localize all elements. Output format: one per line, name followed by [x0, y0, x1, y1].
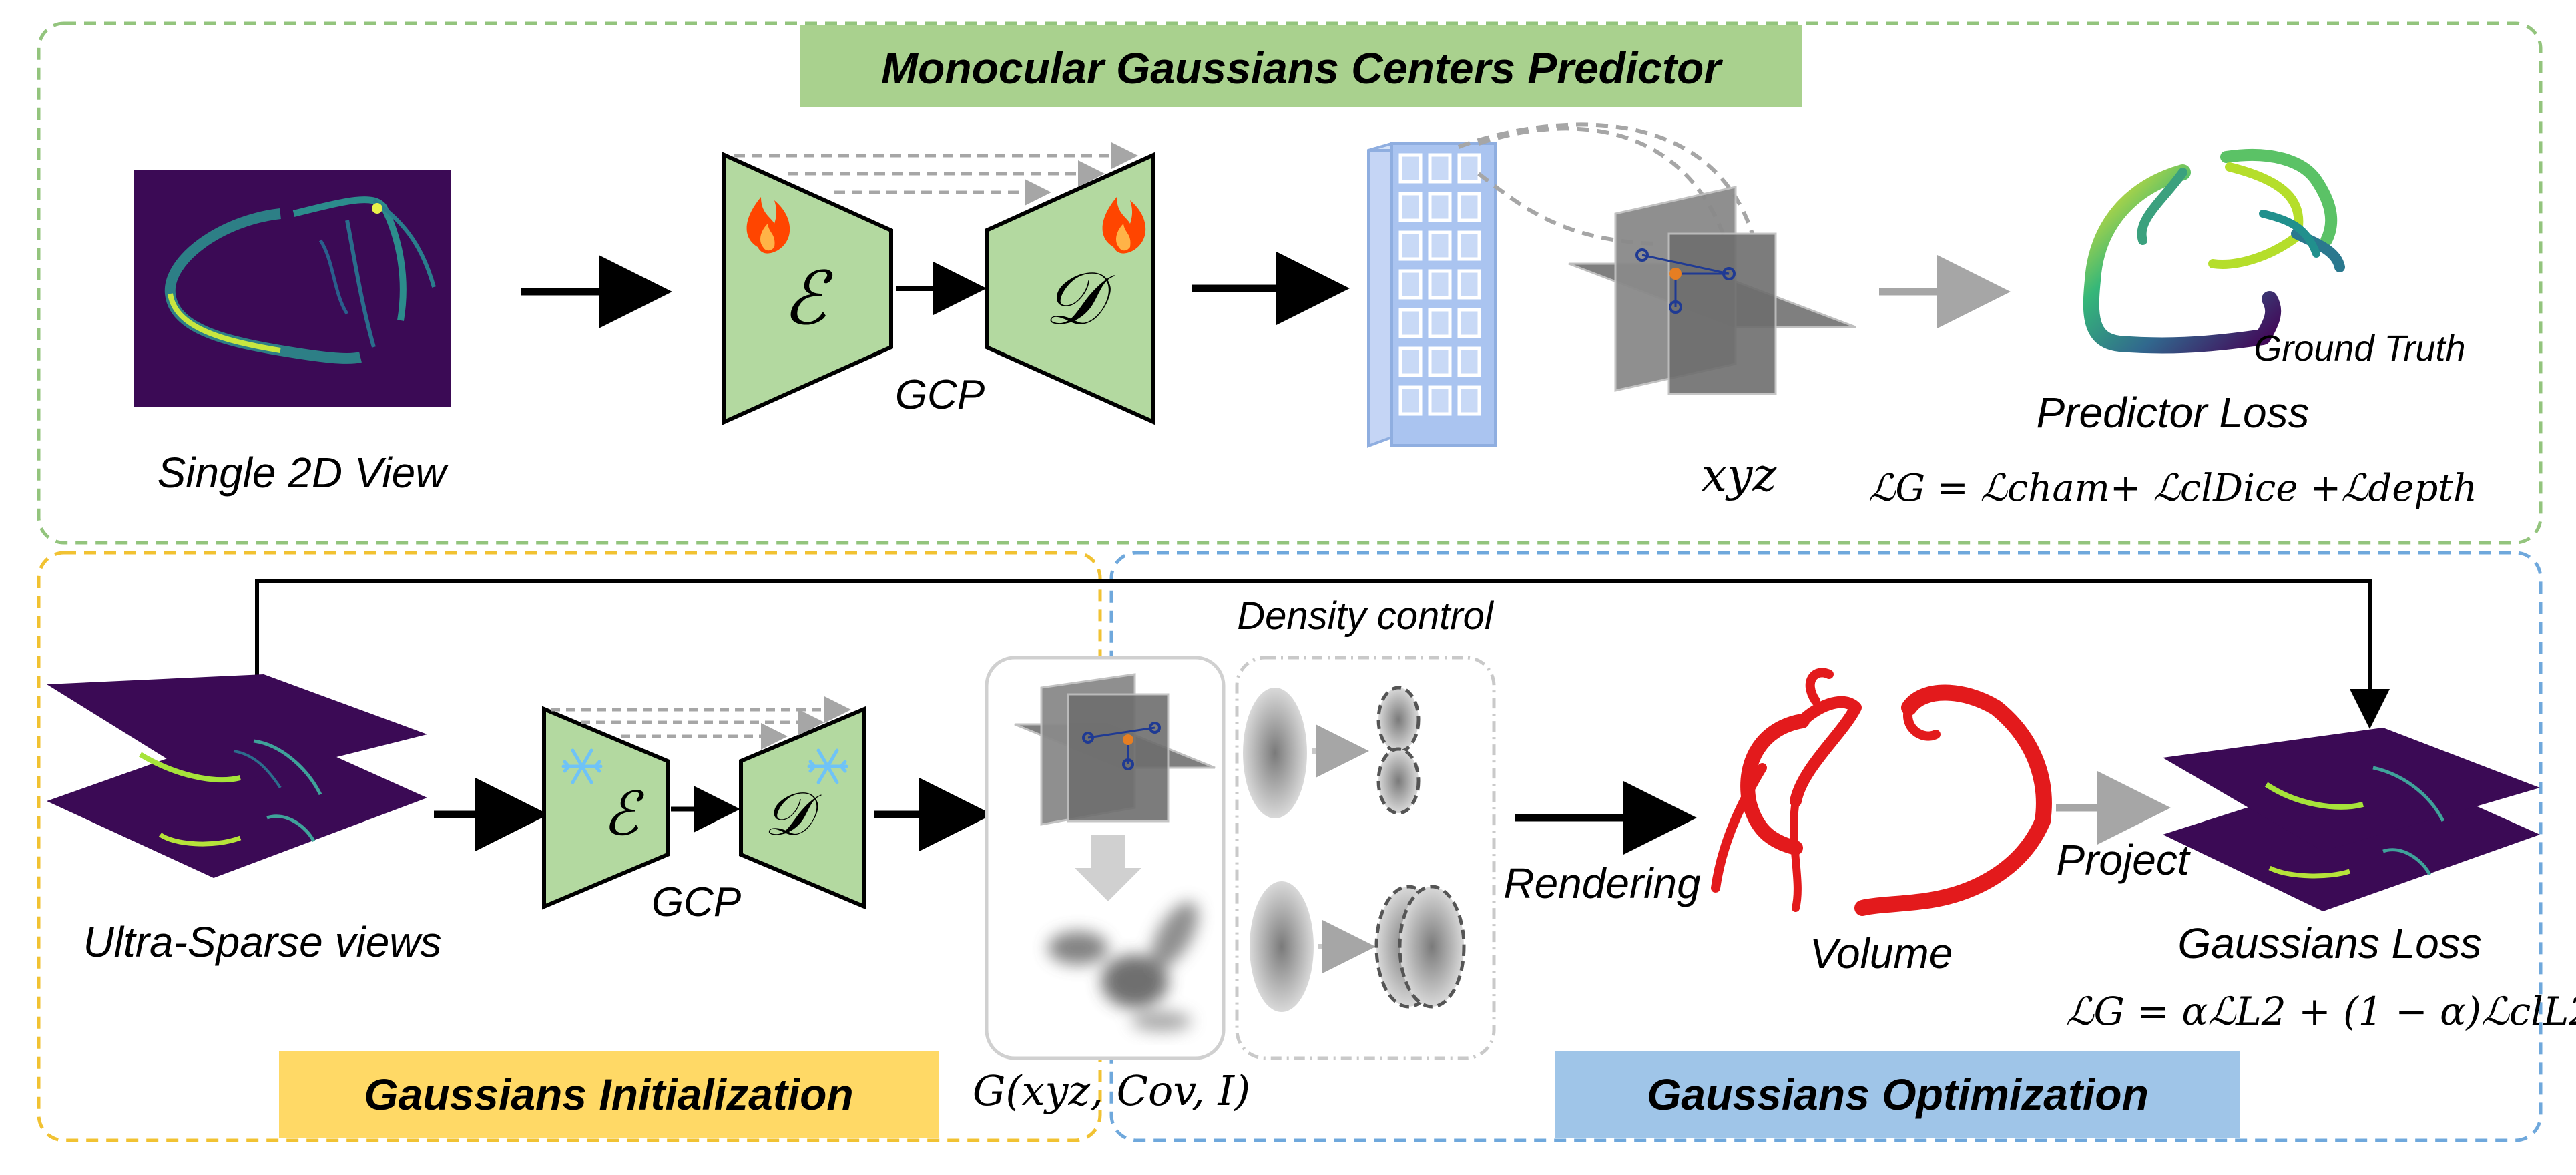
bottom-encoder: [542, 706, 670, 910]
gaussians-loss-title: Gaussians Loss: [2177, 919, 2481, 967]
clone-blob-front: [1398, 885, 1466, 1009]
gaussian-blob-small: [1243, 688, 1307, 818]
split-blob-upper: [1376, 686, 1421, 754]
volume-vessel: [1711, 668, 2052, 916]
blurred-gaussians: [1048, 901, 1198, 1031]
ultra-sparse-views: [47, 674, 427, 878]
bottom-encoder-symbol: ℰ: [603, 779, 645, 849]
xyz-planes-bottom: [1014, 673, 1216, 826]
ultra-sparse-views-label: Ultra-Sparse views: [83, 918, 441, 966]
top-gcp-label: GCP: [895, 372, 985, 418]
optimization-title: Gaussians Optimization: [1647, 1070, 2149, 1119]
predictor-loss-title: Predictor Loss: [2036, 389, 2309, 437]
bottom-gcp-label: GCP: [652, 879, 741, 925]
single-view-image: [134, 170, 451, 407]
ground-truth-vessel: [2083, 148, 2345, 354]
project-label: Project: [2056, 836, 2190, 884]
initialization-title: Gaussians Initialization: [364, 1070, 854, 1119]
rendering-label: Rendering: [1503, 859, 1701, 907]
ground-truth-label: Ground Truth: [2254, 328, 2465, 369]
skip-arrow-views-to-loss: [255, 579, 2390, 729]
fire-icon: [746, 197, 790, 254]
xyz-planes-top: [1568, 186, 1856, 395]
down-arrow-icon: [1075, 835, 1141, 901]
split-blob-lower: [1376, 747, 1421, 815]
volume-label: Volume: [1810, 929, 1953, 977]
snowflake-icon: [561, 748, 603, 784]
optimization-title-banner: [1555, 1051, 2240, 1138]
predictor-title: Monocular Gaussians Centers Predictor: [881, 43, 1723, 93]
top-encoder-symbol: ℰ: [782, 256, 834, 341]
predictor-title-banner: [800, 25, 1802, 107]
predictor-section-border: [37, 21, 2543, 545]
density-control-label: Density control: [1237, 594, 1495, 638]
snowflake-icon: [807, 748, 848, 784]
single-view-label: Single 2D View: [158, 449, 449, 497]
projected-views: [2163, 728, 2540, 911]
initialization-title-banner: [279, 1051, 939, 1138]
optimization-section-border: [1109, 551, 2543, 1142]
predictor-loss-formula: ℒG = ℒcham+ ℒclDice +ℒdepth: [1868, 467, 2477, 510]
gaussians-loss-formula: ℒG = αℒL2 + (1 − α)ℒclL2: [2066, 989, 2576, 1034]
gaussian-function-label: G(xyz, Cov, I): [973, 1066, 1250, 1115]
initialization-section-border: [37, 551, 1102, 1142]
gaussian-blob-large: [1250, 881, 1314, 1012]
xyz-label: xyz: [1702, 449, 1778, 502]
feature-volume: [1367, 142, 1497, 448]
feature-to-xyz-curve-1: [1457, 122, 1754, 234]
fire-icon: [1102, 197, 1146, 254]
